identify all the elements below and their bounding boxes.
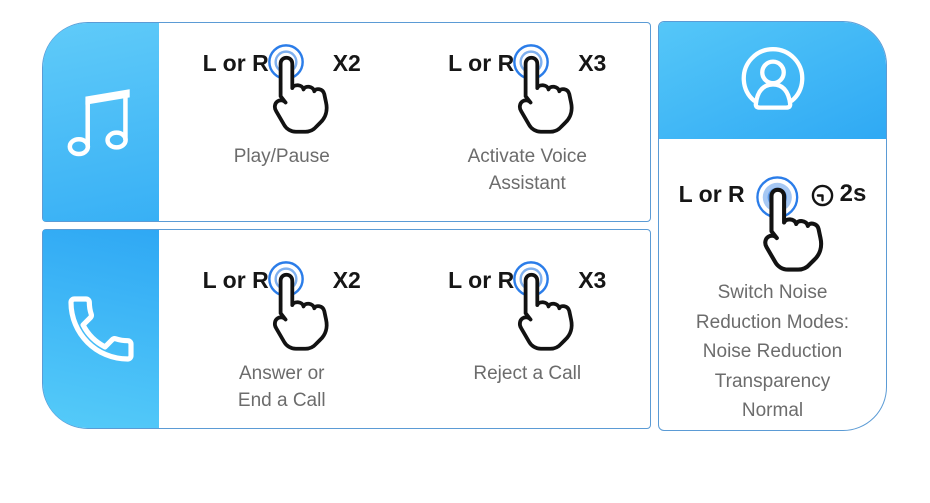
music-controls-card: L or R X2 Play/Pause L or R X3 xyxy=(42,22,651,222)
gesture-caption: Play/Pause xyxy=(233,146,330,167)
tap-finger-icon xyxy=(513,261,574,351)
gesture-caption: Activate Voice Assistant xyxy=(467,146,587,194)
tap-finger-icon xyxy=(513,44,574,134)
earbud-side-label: L or R xyxy=(202,267,269,293)
profile-panel xyxy=(659,22,886,139)
call-content: L or R X2 Answer or End a Call L or R xyxy=(159,230,650,428)
music-panel xyxy=(43,23,159,221)
tap-count-label: X3 xyxy=(578,50,607,76)
gesture-answer-end-call: L or R X2 Answer or End a Call xyxy=(159,230,405,428)
call-controls-card: L or R X2 Answer or End a Call L or R xyxy=(42,229,651,429)
music-note-icon xyxy=(67,89,130,157)
tap-finger-icon xyxy=(267,261,329,351)
earbud-side-label: L or R xyxy=(448,267,515,293)
user-avatar-icon xyxy=(741,46,804,110)
gesture-voice-assistant: L or R X3 Activate Voice Assistant xyxy=(405,23,651,221)
call-panel xyxy=(43,230,159,428)
phone-handset-icon xyxy=(68,296,134,362)
noise-reduction-card: L or R 2s Switch Noise Reduction Modes: … xyxy=(658,21,887,431)
clock-icon xyxy=(811,184,833,207)
tap-finger-icon xyxy=(267,44,329,134)
gesture-caption: Answer or End a Call xyxy=(237,363,326,411)
noise-modes-caption: Switch Noise Reduction Modes: Noise Redu… xyxy=(695,282,850,421)
tap-count-label: X2 xyxy=(332,50,361,76)
gesture-hold-noise-mode: L or R 2s xyxy=(659,175,886,272)
earbud-side-label: L or R xyxy=(448,50,515,76)
tap-count-label: X2 xyxy=(332,267,361,293)
gesture-play-pause: L or R X2 Play/Pause xyxy=(159,23,405,221)
hold-duration-label: 2s xyxy=(839,180,867,207)
gesture-caption: Reject a Call xyxy=(473,363,582,384)
music-content: L or R X2 Play/Pause L or R X3 xyxy=(159,23,650,221)
earbud-side-label: L or R xyxy=(202,50,269,76)
earbud-side-label: L or R xyxy=(678,181,745,207)
tap-count-label: X3 xyxy=(578,267,607,293)
gesture-reject-call: L or R X3 Reject a Call xyxy=(405,230,651,428)
